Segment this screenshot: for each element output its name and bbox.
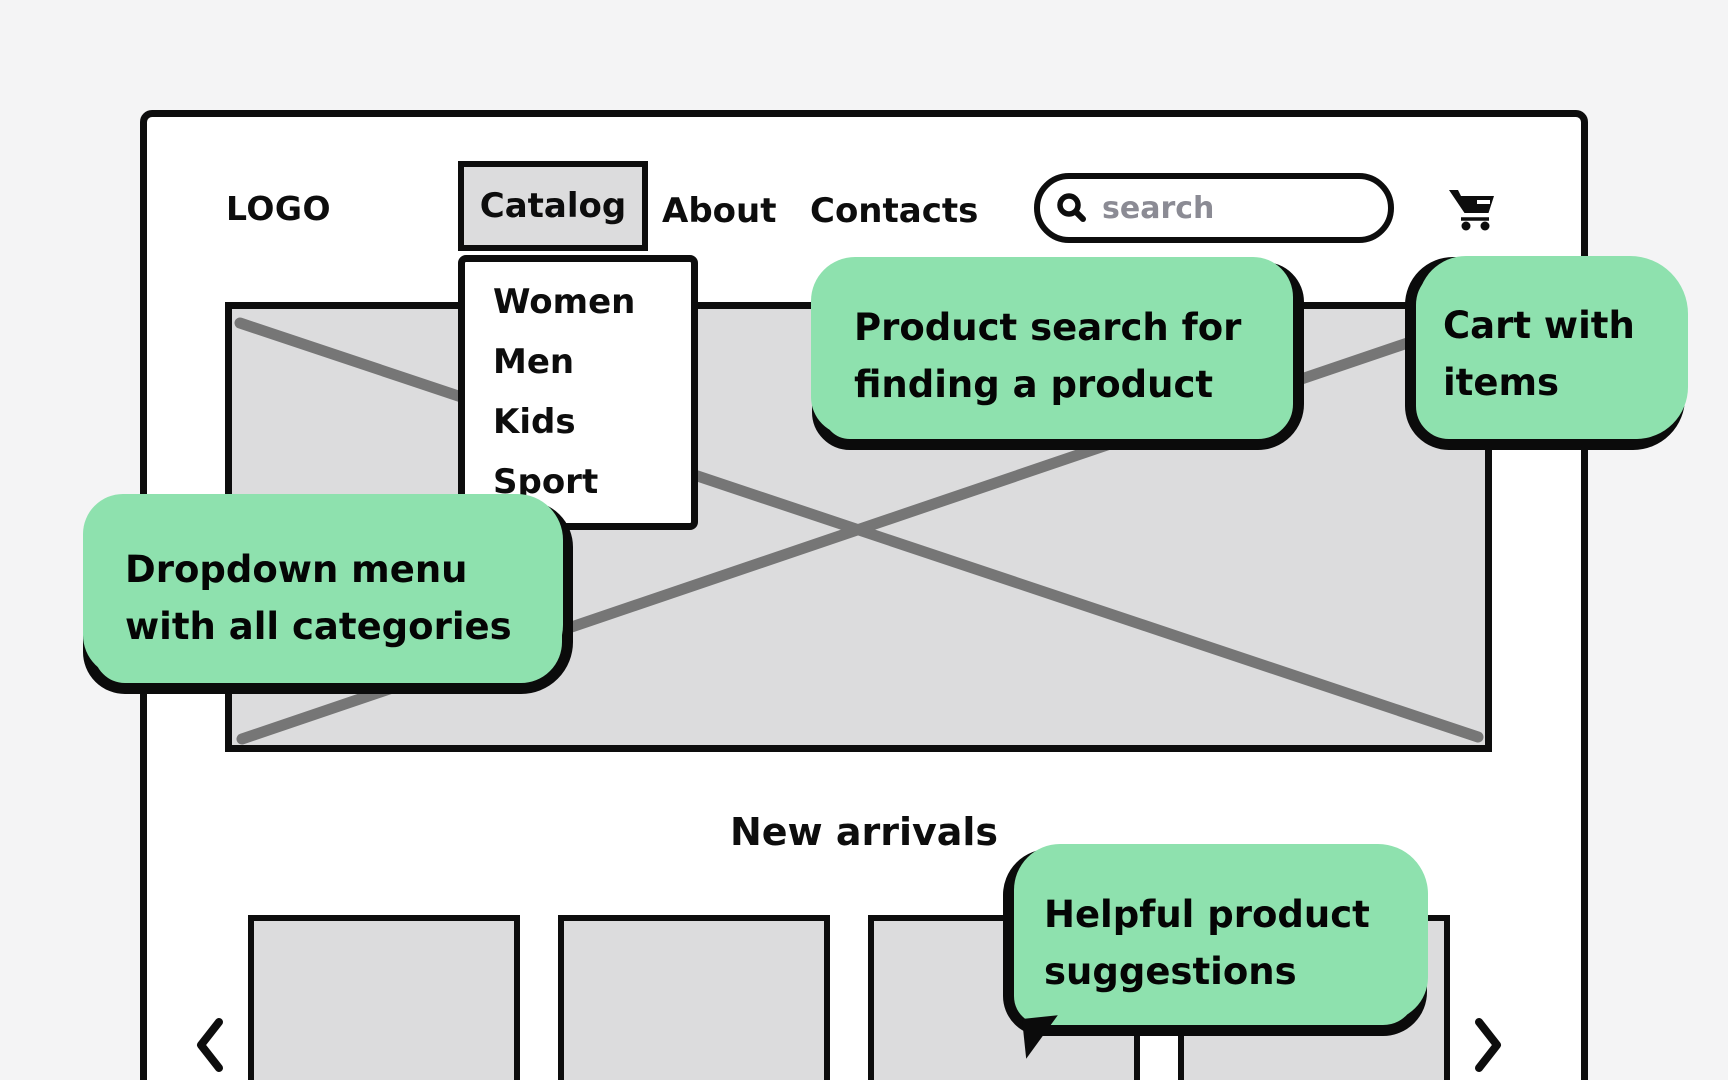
annotation-suggestions: Helpful product suggestions [1003,849,1427,1059]
annotation-text: Helpful product [1044,892,1370,936]
nav-catalog-label: Catalog [479,186,627,226]
nav-item-about[interactable]: About [662,191,777,231]
cart-button[interactable] [1447,187,1497,233]
annotation-text: Cart with [1443,303,1635,347]
product-card-placeholder[interactable] [248,915,520,1080]
annotation-text: finding a product [854,363,1214,406]
chevron-right-icon [1475,1018,1501,1072]
carousel-prev-button[interactable] [195,1017,225,1073]
site-logo: LOGO [226,189,332,228]
annotation-cart: Cart with items [1405,257,1685,450]
nav-item-catalog[interactable]: Catalog [458,161,648,251]
search-icon [1057,193,1086,222]
annotation-dropdown: Dropdown menu with all categories [83,501,573,694]
search-bar[interactable] [1034,173,1394,243]
annotation-text: suggestions [1044,949,1297,993]
annotation-text: items [1443,360,1560,404]
cart-icon [1449,190,1494,231]
annotation-product-search: Product search for finding a product [812,262,1304,450]
chevron-left-icon [197,1018,223,1072]
product-card-placeholder[interactable] [558,915,830,1080]
speech-bubble-tail [1022,1015,1062,1059]
annotation-text: Product search for [854,306,1242,349]
annotation-text: Dropdown menu [125,547,468,591]
section-title-new-arrivals: New arrivals [729,810,999,854]
search-input[interactable] [1100,189,1374,227]
dropdown-item-kids[interactable]: Kids [493,402,576,442]
dropdown-item-women[interactable]: Women [493,282,636,322]
dropdown-item-men[interactable]: Men [493,342,575,382]
carousel-next-button[interactable] [1473,1017,1503,1073]
catalog-dropdown-menu: Women Men Kids Sport [458,255,698,530]
nav-item-contacts[interactable]: Contacts [810,191,979,231]
annotation-text: with all categories [125,604,512,648]
